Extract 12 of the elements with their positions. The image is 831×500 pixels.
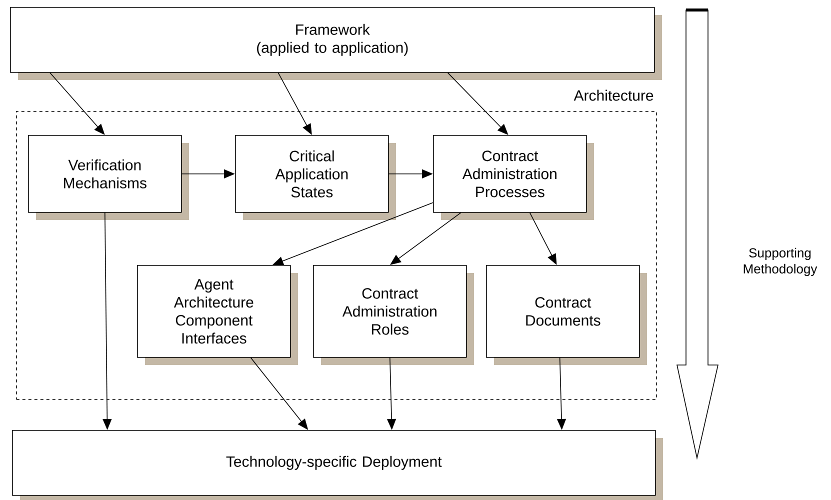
container-label: Architecture bbox=[574, 90, 654, 101]
process-box: Contract Documents bbox=[486, 265, 647, 365]
arrow bbox=[50, 72, 105, 135]
side-label: Supporting Methodology bbox=[744, 248, 818, 276]
process-box: Contract Administration Roles bbox=[313, 265, 474, 365]
process-box: Framework (applied to application) bbox=[10, 7, 662, 80]
arrow bbox=[447, 72, 508, 135]
process-box: Agent Architecture Component Interfaces bbox=[137, 265, 298, 365]
process-box: Verification Mechanisms bbox=[28, 135, 189, 220]
process-box: Technology-specific Deployment bbox=[12, 430, 663, 500]
process-box: Contract Administration Processes bbox=[433, 135, 594, 220]
process-box: Critical Application States bbox=[235, 135, 396, 220]
